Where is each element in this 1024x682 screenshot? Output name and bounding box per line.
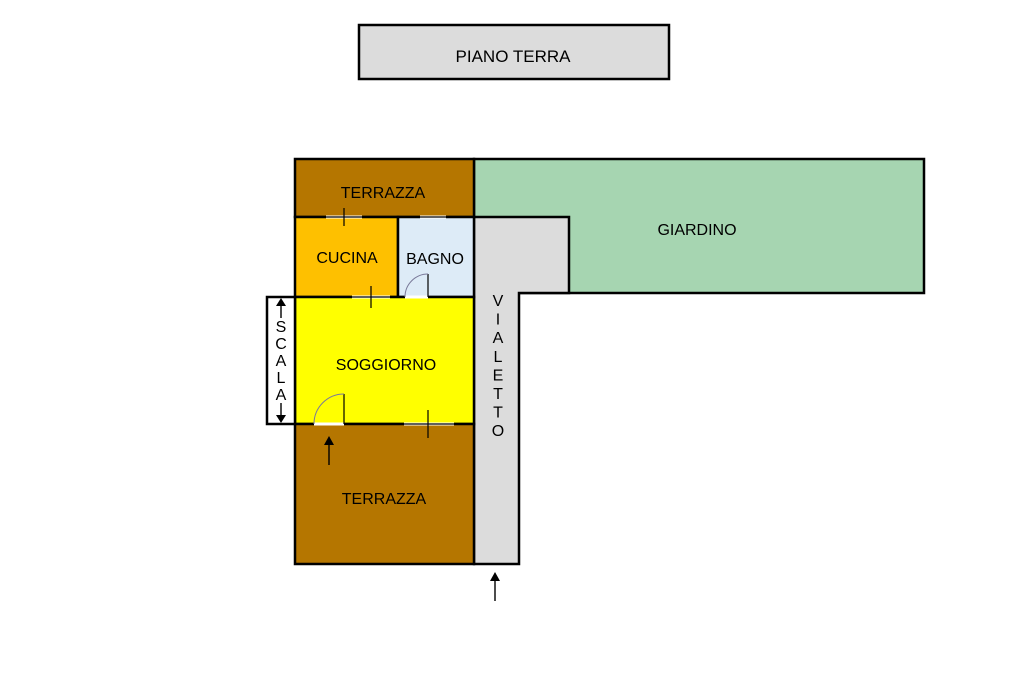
label-cucina: CUCINA bbox=[316, 250, 378, 267]
door-bagno bbox=[404, 273, 429, 299]
entrance-arrow-vialetto bbox=[490, 572, 500, 601]
title-box-frame bbox=[357, 23, 671, 81]
door-soggiorno-terrazza bbox=[404, 410, 454, 438]
label-terrazza-top: TERRAZZA bbox=[341, 185, 426, 202]
title-box: PIANO TERRA bbox=[357, 23, 671, 81]
entrance-arrow-terrazza bbox=[324, 436, 334, 465]
label-bagno: BAGNO bbox=[406, 251, 464, 268]
path-vialetto bbox=[472, 215, 571, 566]
label-soggiorno: SOGGIORNO bbox=[336, 357, 436, 374]
plan-title: PIANO TERRA bbox=[456, 47, 572, 66]
door-terrazza-cucina bbox=[326, 208, 362, 226]
door-cucina-soggiorno bbox=[352, 286, 390, 308]
scala-arrow-down bbox=[276, 403, 286, 423]
label-giardino: GIARDINO bbox=[657, 222, 736, 239]
door-soggiorno-entrance bbox=[313, 393, 345, 426]
label-terrazza-bottom: TERRAZZA bbox=[342, 491, 427, 508]
scala-arrow-up bbox=[276, 298, 286, 318]
room-terrazza-bottom bbox=[293, 422, 476, 566]
stairs-scala bbox=[265, 295, 297, 426]
